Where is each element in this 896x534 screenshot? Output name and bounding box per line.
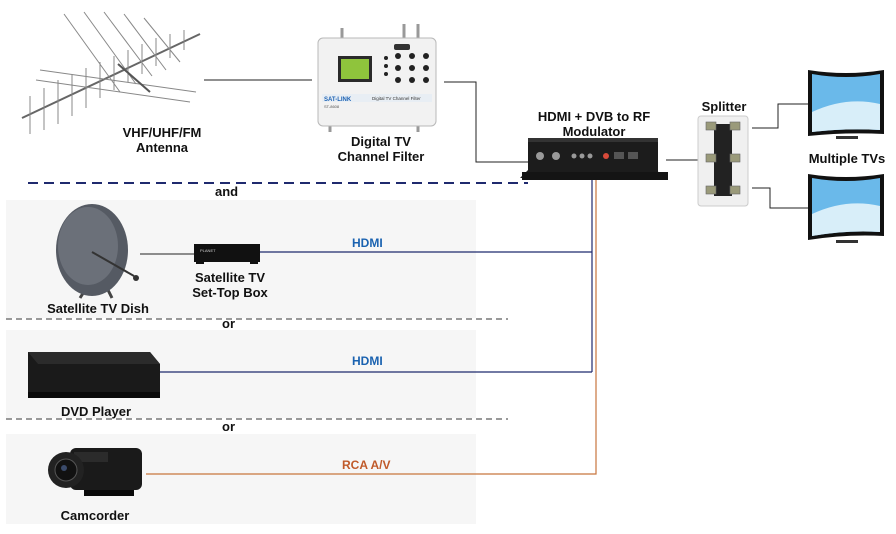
svg-text:ST-8608: ST-8608 <box>324 104 340 109</box>
svg-text:SAT-LINK: SAT-LINK <box>324 97 352 103</box>
separator-or-2: or <box>222 419 235 434</box>
separator-or-1: or <box>222 316 235 331</box>
rca-line <box>146 180 597 475</box>
separator-and: and <box>215 184 239 199</box>
satellite-dish-icon <box>56 204 139 299</box>
hdmi-label-1: HDMI <box>352 236 383 250</box>
camcorder-icon <box>48 448 142 496</box>
channel-filter-label: Digital TV Channel Filter <box>337 134 425 164</box>
hdmi-label-2: HDMI <box>352 354 383 368</box>
filter-to-modulator-line <box>444 81 528 163</box>
modulator-icon <box>520 138 668 180</box>
modulator-label: HDMI + DVB to RF Modulator <box>537 109 651 139</box>
splitter-icon <box>697 115 749 207</box>
channel-filter-icon: SAT-LINK ST-8608 Digital TV Channel Filt… <box>317 24 437 132</box>
svg-text:Digital TV Channel Filter: Digital TV Channel Filter <box>372 96 421 101</box>
multiple-tvs-label: Multiple TVs <box>808 151 886 166</box>
splitter-to-tv2-line <box>752 187 808 209</box>
tv-icon-1 <box>808 70 884 139</box>
antenna-label: VHF/UHF/FM Antenna <box>122 125 202 155</box>
rca-label: RCA A/V <box>342 458 391 472</box>
dvd-player-icon <box>28 352 160 398</box>
camcorder-label: Camcorder <box>60 508 130 523</box>
svg-text:PLANET: PLANET <box>200 248 216 253</box>
dvd-player-label: DVD Player <box>60 404 132 419</box>
set-top-box-icon: PLANET <box>194 244 260 264</box>
satellite-dish-label: Satellite TV Dish <box>47 301 149 316</box>
tv-icon-2 <box>808 174 884 243</box>
antenna-icon <box>21 11 201 134</box>
splitter-to-tv1-line <box>752 103 808 129</box>
splitter-label: Splitter <box>701 99 747 114</box>
set-top-box-label: Satellite TV Set-Top Box <box>192 270 268 300</box>
